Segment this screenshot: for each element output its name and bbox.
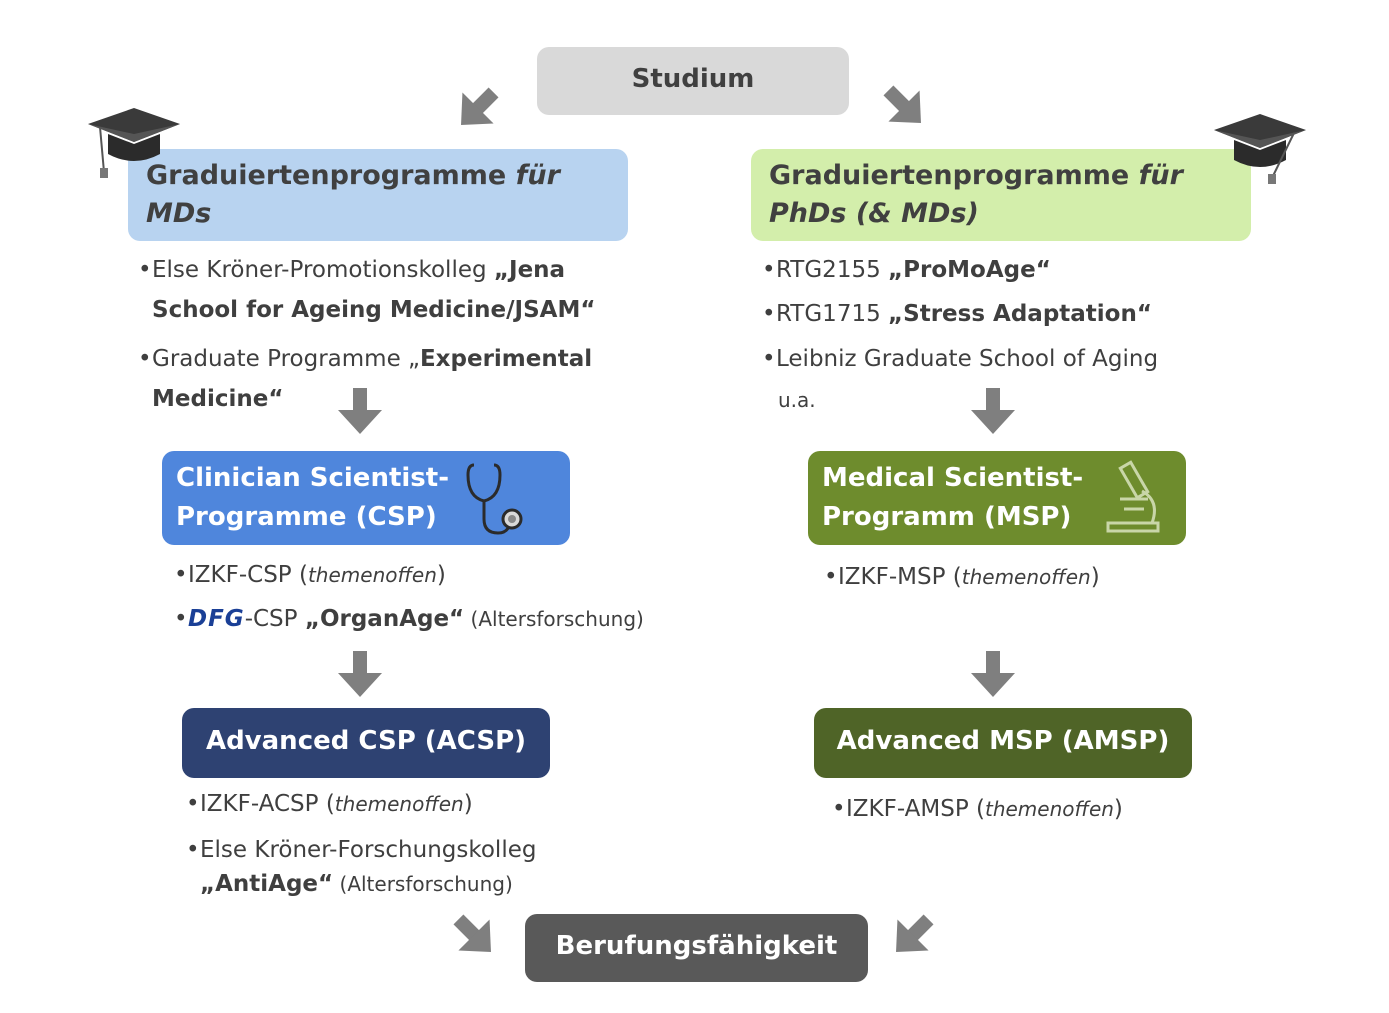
arrow-bottom-right: [880, 903, 945, 968]
grad-phd-title-b: für: [1138, 160, 1183, 191]
grad-phd-item-2: •RTG1715 „Stress Adaptation“: [762, 301, 1152, 327]
grad-phd-title-c: PhDs (& MDs): [769, 198, 979, 229]
studium-label: Studium: [631, 64, 755, 94]
grad-phd-title-a: Graduiertenprogramme: [769, 160, 1139, 191]
arrow-top-left: [445, 76, 510, 141]
csp-line-2: Programme (CSP): [176, 502, 437, 532]
csp-item-1: •IZKF-CSP (themenoffen): [174, 562, 446, 588]
csp-item-2: •DFG-CSP „OrganAge“ (Altersforschung): [174, 606, 644, 632]
arrow-right-1: [971, 388, 1015, 434]
amsp-label: Advanced MSP (AMSP): [836, 726, 1170, 756]
dfg-logo: DFG: [188, 606, 245, 632]
grad-phd-item-1: •RTG2155 „ProMoAge“: [762, 257, 1051, 283]
msp-line-1: Medical Scientist-: [822, 463, 1084, 493]
grad-md-title-b: für: [515, 160, 560, 191]
acsp-label: Advanced CSP (ACSP): [205, 726, 527, 756]
grad-md-item-1: •Else Kröner-Promotionskolleg „Jena Scho…: [138, 257, 596, 323]
grad-md-title-a: Graduiertenprogramme: [146, 160, 516, 191]
stethoscope-icon: [466, 463, 523, 535]
graduation-cap-icon-right: [1214, 114, 1306, 184]
csp-line-1: Clinician Scientist-: [176, 463, 449, 493]
berufungsfaehigkeit-box: Berufungsfähigkeit: [525, 914, 868, 982]
grad-phd-box: Graduiertenprogramme für PhDs (& MDs): [751, 149, 1251, 241]
grad-phd-ua: u.a.: [778, 388, 816, 412]
acsp-item-2: •Else Kröner-Forschungskolleg „AntiAge“ …: [186, 837, 537, 897]
csp-box: Clinician Scientist- Programme (CSP): [162, 451, 570, 545]
arrow-bottom-left: [442, 903, 507, 968]
msp-line-2: Programm (MSP): [822, 502, 1072, 532]
grad-md-title-c: MDs: [146, 198, 212, 229]
grad-md-item-2: •Graduate Programme „Experimental Medici…: [138, 346, 593, 412]
graduation-cap-icon: [88, 108, 180, 178]
acsp-item-1: •IZKF-ACSP (themenoffen): [186, 791, 473, 817]
arrow-top-right: [872, 74, 937, 139]
amsp-item-1: •IZKF-AMSP (themenoffen): [832, 796, 1123, 822]
studium-box: Studium: [537, 47, 849, 115]
berufungsfaehigkeit-label: Berufungsfähigkeit: [555, 931, 838, 961]
amsp-box: Advanced MSP (AMSP): [814, 708, 1192, 778]
msp-box: Medical Scientist- Programm (MSP): [808, 451, 1186, 545]
acsp-box: Advanced CSP (ACSP): [182, 708, 550, 778]
arrow-right-2: [971, 651, 1015, 697]
grad-md-box: Graduiertenprogramme für MDs: [128, 149, 628, 241]
grad-phd-item-3: •Leibniz Graduate School of Aging: [762, 346, 1159, 372]
arrow-left-2: [338, 651, 382, 697]
microscope-icon: [1106, 460, 1160, 533]
msp-item-1: •IZKF-MSP (themenoffen): [824, 564, 1100, 590]
